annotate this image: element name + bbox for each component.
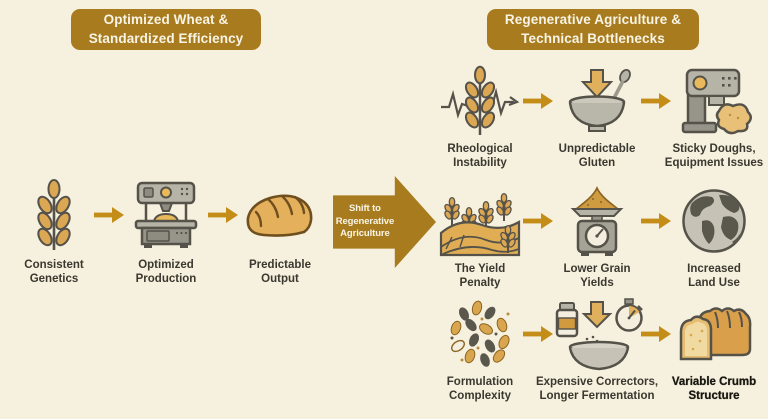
flow-item-sticky-doughs: Sticky Doughs, Equipment Issues	[665, 64, 763, 170]
left-flow: Consistent Genetics	[14, 176, 322, 286]
right-flow-row-2: The Yield Penalty Lower Grain Yields	[437, 184, 757, 290]
flow-item-consistent-genetics: Consistent Genetics	[14, 176, 94, 286]
flow-arrow-icon	[641, 184, 671, 258]
flow-label: Expensive Correctors, Longer Fermentatio…	[535, 376, 659, 403]
flow-label: Rheological Instability	[447, 143, 513, 170]
flow-arrow-icon	[94, 176, 124, 254]
shift-arrow-label: Shift to Regenerative Agriculture	[335, 203, 395, 240]
flow-arrow-icon	[208, 176, 238, 254]
correctors-bowl-icon	[549, 297, 645, 371]
flow-label: Predictable Output	[249, 259, 311, 286]
mixer-sticky-dough-icon	[675, 64, 753, 138]
flow-item-yield-penalty: The Yield Penalty	[437, 184, 523, 290]
shift-arrow: Shift to Regenerative Agriculture	[333, 176, 436, 268]
flow-item-unpredictable-gluten: Unpredictable Gluten	[553, 64, 641, 170]
flow-item-variable-crumb: Variable Crumb Structure	[671, 297, 757, 403]
flow-item-lower-grain-yields: Lower Grain Yields	[553, 184, 641, 290]
flow-item-optimized-production: Optimized Production	[124, 176, 208, 286]
flow-arrow-icon	[523, 184, 553, 258]
flow-label: The Yield Penalty	[454, 263, 506, 290]
right-flow-row-3: Formulation Complexity	[437, 297, 757, 403]
seeds-icon	[444, 297, 516, 371]
wheat-field-icon	[438, 184, 522, 258]
right-title-pill: Regenerative Agriculture & Technical Bot…	[487, 9, 699, 50]
flow-label: Unpredictable Gluten	[558, 143, 636, 170]
grain-scale-icon	[568, 184, 626, 258]
globe-icon	[681, 184, 747, 258]
left-title-pill: Optimized Wheat & Standardized Efficienc…	[71, 9, 261, 50]
flow-label: Lower Grain Yields	[563, 263, 631, 290]
left-title-text: Optimized Wheat & Standardized Efficienc…	[88, 12, 244, 46]
flow-label: Sticky Doughs, Equipment Issues	[664, 143, 764, 170]
flow-label: Formulation Complexity	[446, 376, 514, 403]
flow-arrow-icon	[523, 297, 553, 371]
production-machine-icon	[134, 176, 198, 254]
flow-item-rheological-instability: Rheological Instability	[437, 64, 523, 170]
flow-item-predictable-output: Predictable Output	[238, 176, 322, 286]
right-flow-row-1: Rheological Instability Unpredictable Gl…	[437, 64, 763, 170]
dough-bowl-icon	[558, 64, 636, 138]
wheat-waveform-icon	[440, 64, 520, 138]
flow-label: Optimized Production	[135, 259, 197, 286]
right-title-text: Regenerative Agriculture & Technical Bot…	[504, 12, 682, 46]
flow-label: Consistent Genetics	[24, 259, 84, 286]
flow-arrow-icon	[641, 297, 671, 371]
flow-item-increased-land-use: Increased Land Use	[671, 184, 757, 290]
bread-loaf-icon	[245, 176, 315, 254]
flow-item-formulation-complexity: Formulation Complexity	[437, 297, 523, 403]
flow-label: Variable Crumb Structure	[671, 376, 757, 403]
flow-item-expensive-correctors: Expensive Correctors, Longer Fermentatio…	[536, 297, 658, 403]
flow-arrow-icon	[641, 64, 671, 138]
wheat-icon	[35, 176, 73, 254]
sliced-bread-icon	[675, 297, 753, 371]
flow-arrow-icon	[523, 64, 553, 138]
flow-label: Increased Land Use	[687, 263, 741, 290]
